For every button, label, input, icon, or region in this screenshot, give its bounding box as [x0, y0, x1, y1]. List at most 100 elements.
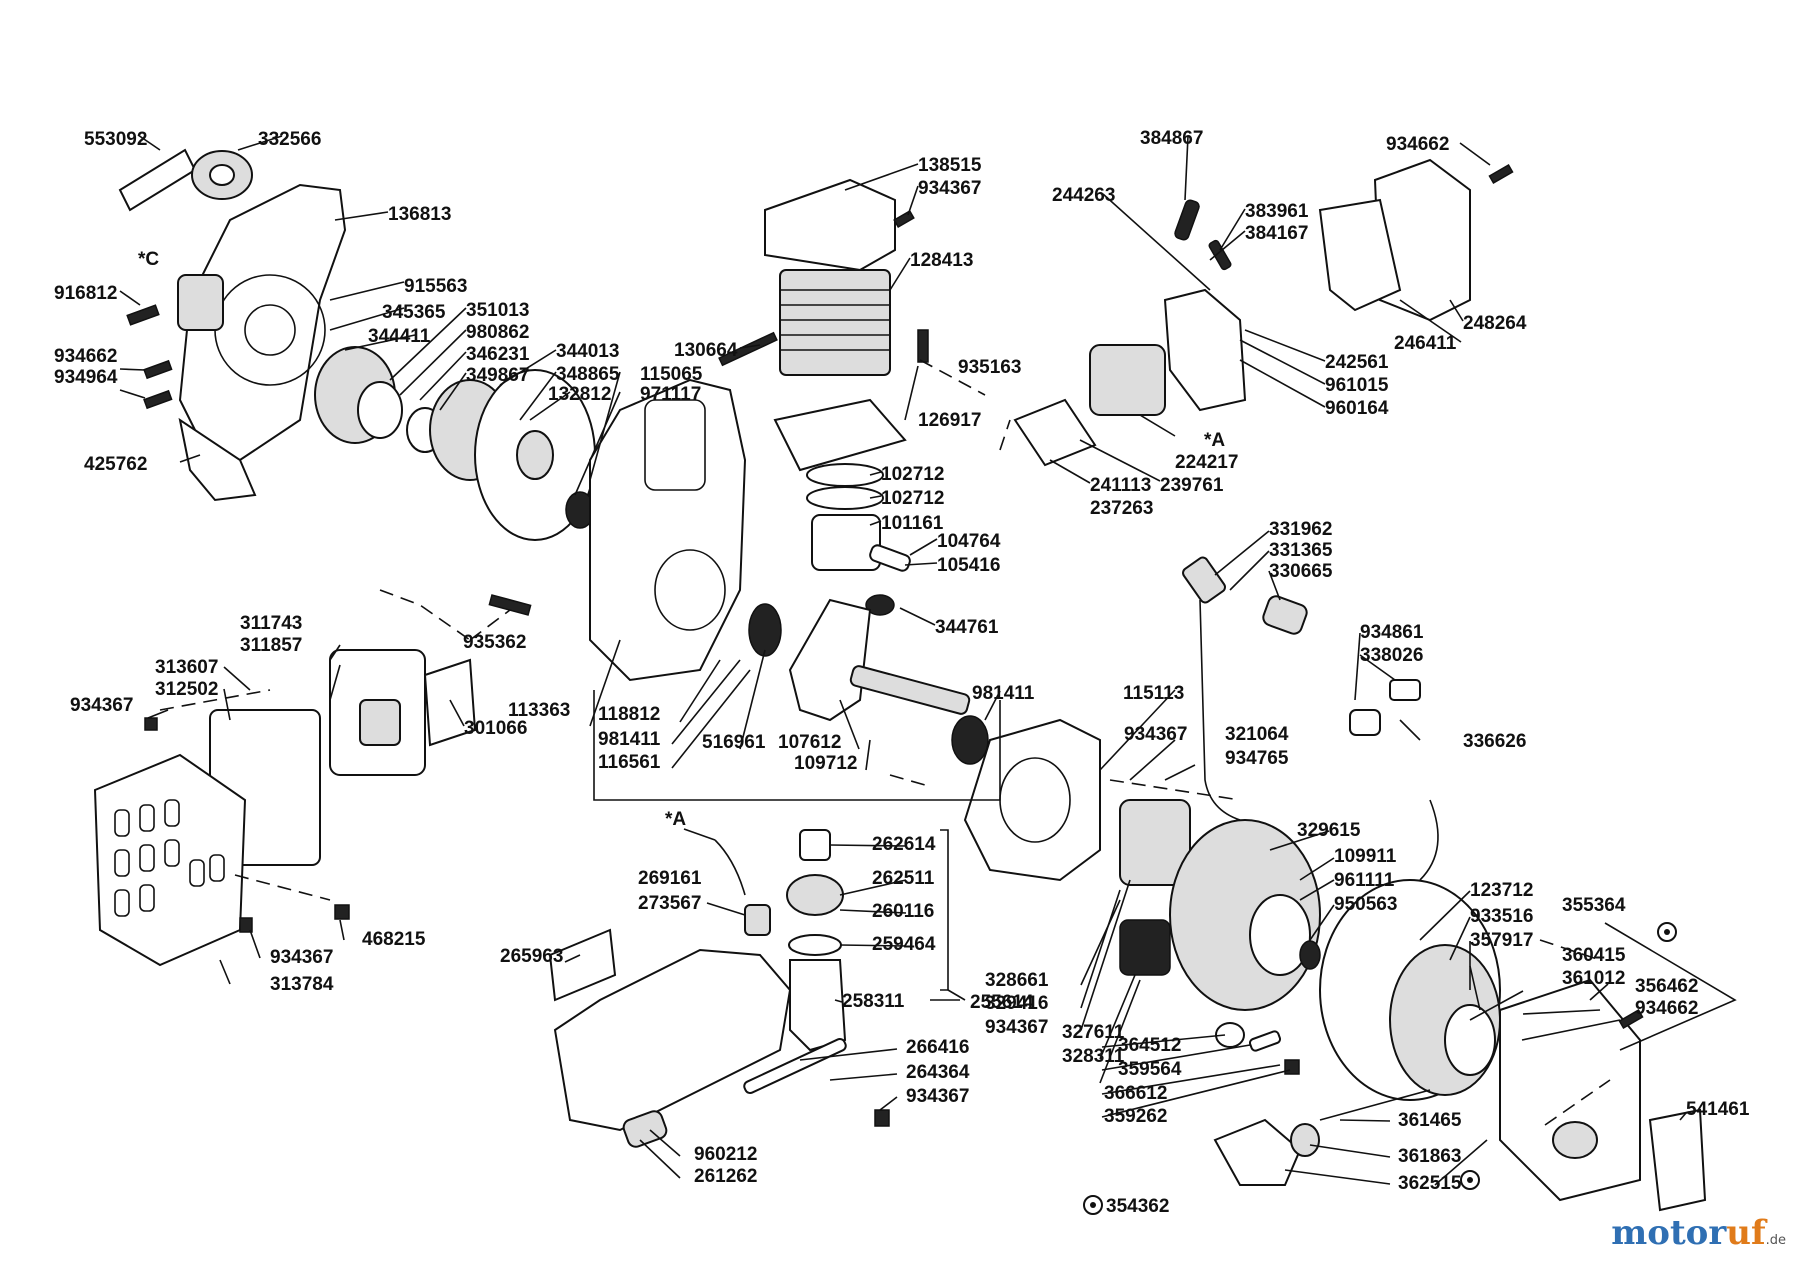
crankcase-window	[644, 399, 706, 491]
muffler-guard-shape	[93, 753, 247, 967]
screw-383961	[1208, 239, 1232, 271]
part-label: *A	[665, 809, 686, 830]
logo-text-motor: motor	[1611, 1213, 1727, 1253]
part-label: 960212	[694, 1144, 757, 1165]
part-label: 360415	[1562, 945, 1626, 966]
part-label: 259464	[872, 934, 936, 955]
crankcase-bore	[654, 549, 726, 631]
fuel-filter-261262	[622, 1110, 668, 1148]
screw-934662-filter	[1488, 164, 1514, 184]
needle-bearing-344761	[865, 594, 895, 616]
fan-housing-hub	[244, 304, 296, 356]
part-label: 248264	[1463, 313, 1527, 334]
part-label: 361465	[1398, 1110, 1462, 1131]
part-label: 328661	[985, 970, 1049, 991]
part-label: 384867	[1140, 128, 1203, 149]
part-label: 330665	[1269, 561, 1333, 582]
part-label: 301066	[464, 718, 527, 739]
part-label: 348865	[556, 364, 620, 385]
part-label: 366612	[1104, 1083, 1167, 1104]
stud-130664	[718, 331, 778, 367]
part-label: 361863	[1398, 1146, 1461, 1167]
part-label: 262614	[872, 834, 936, 855]
seal-259464	[788, 934, 842, 956]
part-label: 934367	[918, 178, 981, 199]
nut-468215	[334, 904, 350, 920]
part-label: 312502	[155, 679, 218, 700]
part-label: 516961	[702, 732, 766, 753]
part-label: 332566	[258, 129, 321, 150]
part-label: 384167	[1245, 223, 1308, 244]
screw-934367-top	[893, 210, 915, 228]
part-label: *A	[1204, 430, 1225, 451]
pawl-364512	[1215, 1022, 1245, 1048]
fuel-line-269161	[714, 839, 746, 896]
ignition-coil-shape	[177, 274, 224, 331]
part-label: 246411	[1394, 333, 1457, 354]
part-label: 359262	[1104, 1106, 1167, 1127]
gasket-553092-shape	[118, 148, 197, 212]
starter-handle-362515	[1213, 1118, 1302, 1186]
part-label: 102712	[881, 488, 944, 509]
motoruf-logo: motoruf.de	[1611, 1213, 1786, 1253]
part-label: 961111	[1334, 870, 1395, 891]
part-label: 109712	[794, 753, 857, 774]
bearing-516961	[748, 603, 782, 657]
part-label: 934765	[1225, 748, 1289, 769]
intake-241113	[1013, 398, 1097, 467]
part-label: 113363	[508, 700, 570, 721]
part-label: 241113	[1090, 475, 1151, 496]
strap-266416	[743, 1037, 847, 1095]
part-label: 126917	[918, 410, 981, 431]
cap-vent-262614	[799, 829, 831, 861]
part-label: 351013	[466, 300, 529, 321]
part-label: 273567	[638, 893, 701, 914]
part-label: 934367	[985, 1017, 1048, 1038]
part-label: 123712	[1470, 880, 1533, 901]
part-label: 242561	[1325, 352, 1389, 373]
nut-934367-left	[144, 717, 158, 731]
piston-shape	[811, 514, 881, 571]
part-label: 934367	[270, 947, 333, 968]
part-label: 934964	[54, 367, 118, 388]
fuel-tank-shape	[553, 948, 792, 1132]
flywheel-hub	[516, 430, 554, 480]
screw-916812	[126, 304, 160, 326]
leader-lines	[119, 134, 1737, 1186]
filler-neck-258311	[789, 959, 847, 1052]
part-label: 132812	[548, 384, 611, 405]
coil-327611	[1119, 919, 1171, 976]
part-label: 981411	[598, 729, 661, 750]
part-label: 138515	[918, 155, 982, 176]
part-label: 258311	[842, 991, 905, 1012]
screw-359262	[1284, 1059, 1300, 1075]
part-label: 354362	[1106, 1196, 1169, 1217]
clutch-bearing-shape	[357, 381, 403, 439]
part-label: 101161	[881, 513, 944, 534]
clip-384867	[1174, 199, 1200, 241]
starter-knob	[1552, 1121, 1598, 1159]
part-label: 107612	[778, 732, 841, 753]
part-label: *C	[138, 249, 159, 270]
bracket-338026	[1389, 679, 1421, 701]
part-label: 115065	[640, 364, 703, 385]
part-label: 981411	[972, 683, 1035, 704]
marker-dot-legend	[1090, 1202, 1096, 1208]
part-label: 265963	[500, 946, 563, 967]
part-label: 383961	[1245, 201, 1309, 222]
part-label: 344761	[935, 617, 999, 638]
part-label: 934367	[1124, 724, 1187, 745]
crankshaft-shape	[788, 598, 872, 722]
nut-950563	[1299, 940, 1321, 970]
spark-plug-cap-331962	[1182, 556, 1226, 604]
marker-circle-bottom	[1460, 1170, 1480, 1190]
part-label: 313784	[270, 974, 334, 995]
part-label: 359564	[1118, 1059, 1182, 1080]
screw-934964	[143, 389, 173, 410]
cylinder-fins	[780, 289, 890, 351]
part-label: 933516	[1470, 906, 1533, 927]
part-label: 109911	[1334, 846, 1397, 867]
logo-text-uf: uf	[1726, 1213, 1766, 1253]
part-label: 553092	[84, 129, 147, 150]
part-label: 255614	[970, 992, 1034, 1013]
